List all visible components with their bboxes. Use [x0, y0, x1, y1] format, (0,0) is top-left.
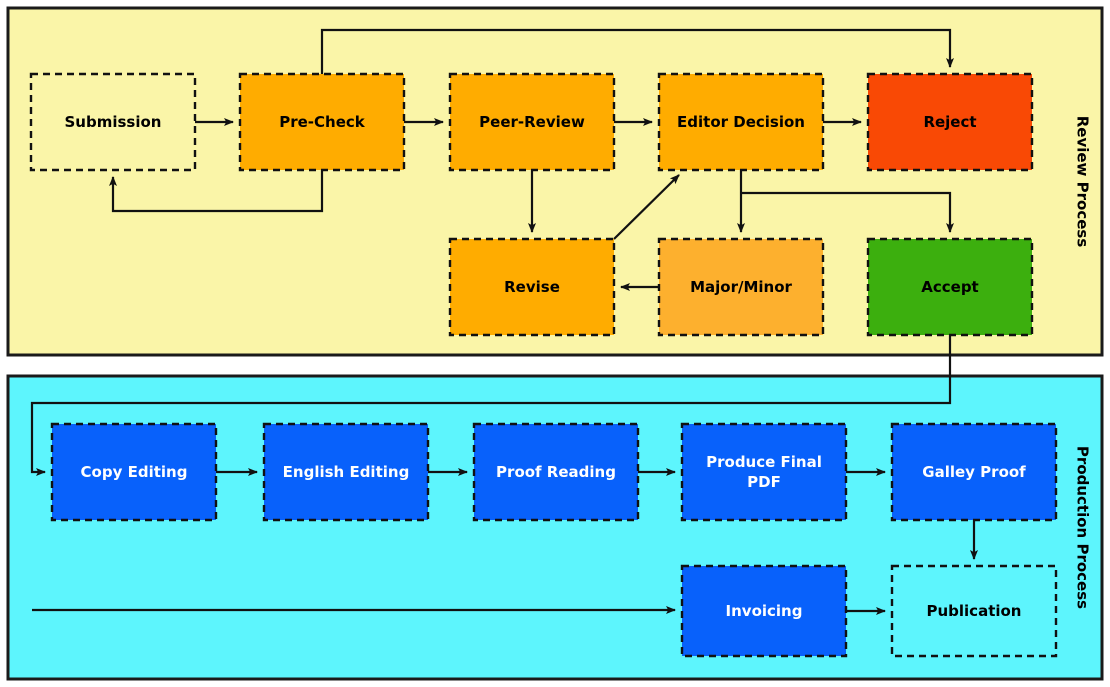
node-box-publication[interactable]	[890, 564, 1058, 658]
connector-precheck-to-submission-loop	[109, 170, 324, 213]
node-label-line: Major/Minor	[690, 278, 792, 296]
node-label-line: Editor Decision	[677, 113, 805, 131]
node-label-submission: Submission	[65, 113, 162, 131]
node-label-revise: Revise	[504, 278, 560, 296]
node-box-englishediting[interactable]	[262, 422, 430, 522]
node-label-reject: Reject	[923, 113, 976, 131]
node-label-line: Submission	[65, 113, 162, 131]
node-box-submission[interactable]	[29, 72, 197, 172]
node-box-copyediting[interactable]	[50, 422, 218, 522]
connector-revise-to-editordecision	[613, 174, 680, 240]
node-label-precheck: Pre-Check	[279, 113, 366, 131]
node-englishediting[interactable]: English Editing	[262, 422, 430, 522]
connectors-layer	[30, 28, 978, 615]
node-label-line: Accept	[921, 278, 978, 296]
node-accept[interactable]: Accept	[866, 237, 1034, 337]
node-label-line: Publication	[926, 602, 1021, 620]
node-box-accept[interactable]	[866, 237, 1034, 337]
node-peerreview[interactable]: Peer-Review	[448, 72, 616, 172]
panel-label-review: Review Process	[1074, 116, 1092, 248]
node-submission[interactable]: Submission	[29, 72, 197, 172]
node-box-revise[interactable]	[448, 237, 616, 337]
node-label-line: PDF	[747, 473, 781, 491]
node-label-proofreading: Proof Reading	[496, 463, 616, 481]
node-label-peerreview: Peer-Review	[479, 113, 585, 131]
node-label-galleyproof: Galley Proof	[922, 463, 1026, 481]
node-label-line: Pre-Check	[279, 113, 366, 131]
node-label-copyediting: Copy Editing	[81, 463, 188, 481]
node-label-line: English Editing	[283, 463, 410, 481]
node-label-englishediting: English Editing	[283, 463, 410, 481]
node-label-line: Produce Final	[706, 453, 822, 471]
node-label-line: Revise	[504, 278, 560, 296]
node-proofreading[interactable]: Proof Reading	[472, 422, 640, 522]
node-editordecision[interactable]: Editor Decision	[657, 72, 825, 172]
node-label-editordecision: Editor Decision	[677, 113, 805, 131]
connector-editordecision-to-accept	[741, 191, 954, 233]
nodes-layer: Submission Pre-Check Peer-Review Editor Dec…	[29, 72, 1058, 658]
node-label-publication: Publication	[926, 602, 1021, 620]
node-label-line: Proof Reading	[496, 463, 616, 481]
node-label-majorminor: Major/Minor	[690, 278, 792, 296]
node-box-peerreview[interactable]	[448, 72, 616, 172]
node-box-reject[interactable]	[866, 72, 1034, 172]
node-reject[interactable]: Reject	[866, 72, 1034, 172]
node-publication[interactable]: Publication	[890, 564, 1058, 658]
node-label-line: Galley Proof	[922, 463, 1026, 481]
node-galleyproof[interactable]: Galley Proof	[890, 422, 1058, 522]
connector-precheck-to-reject-top	[320, 28, 954, 74]
node-precheck[interactable]: Pre-Check	[238, 72, 406, 172]
node-label-line: Reject	[923, 113, 976, 131]
node-box-majorminor[interactable]	[657, 237, 825, 337]
node-invoicing[interactable]: Invoicing	[680, 564, 848, 658]
node-label-accept: Accept	[921, 278, 978, 296]
node-majorminor[interactable]: Major/Minor	[657, 237, 825, 337]
node-label-invoicing: Invoicing	[726, 602, 803, 620]
node-box-galleyproof[interactable]	[890, 422, 1058, 522]
node-box-editordecision[interactable]	[657, 72, 825, 172]
panel-label-production: Production Process	[1074, 446, 1092, 609]
node-box-invoicing[interactable]	[680, 564, 848, 658]
node-copyediting[interactable]: Copy Editing	[50, 422, 218, 522]
node-revise[interactable]: Revise	[448, 237, 616, 337]
node-label-line: Peer-Review	[479, 113, 585, 131]
panel-production	[6, 374, 1104, 681]
node-box-proofreading[interactable]	[472, 422, 640, 522]
node-box-precheck[interactable]	[238, 72, 406, 172]
node-label-line: Invoicing	[726, 602, 803, 620]
node-label-line: Copy Editing	[81, 463, 188, 481]
node-box-producefinalpdf[interactable]	[680, 422, 848, 522]
connector-accept-to-production	[30, 335, 952, 476]
